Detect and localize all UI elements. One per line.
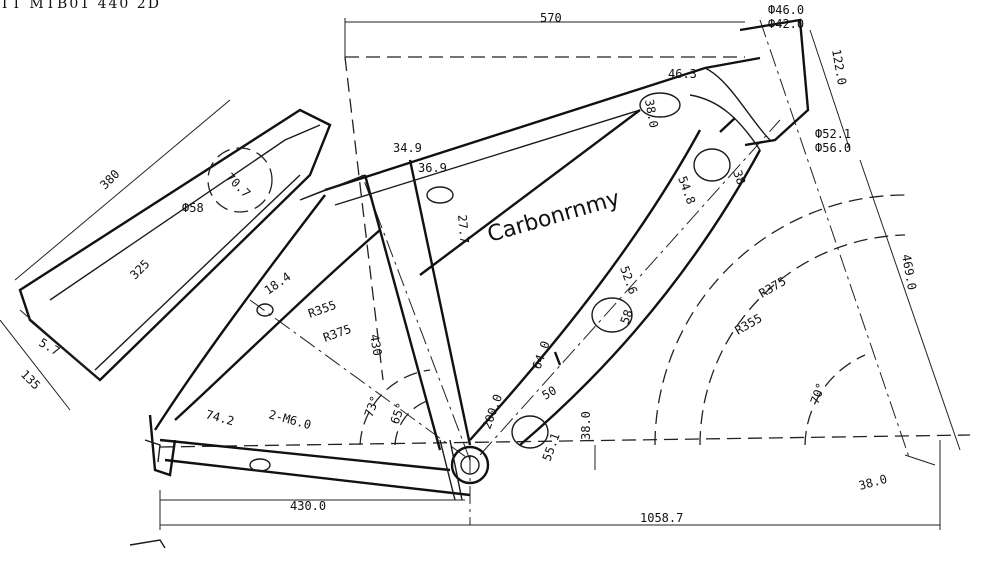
top-tube-lower bbox=[419, 109, 641, 276]
dim-38-bb: 38.0 bbox=[579, 411, 593, 440]
dim-36-9: 36.9 bbox=[418, 161, 447, 175]
brand-text: Carbonrnmy bbox=[485, 186, 623, 248]
dim-5-7: 5.7 bbox=[37, 335, 63, 358]
dim-27-7: 27.7 bbox=[455, 214, 471, 244]
dim-phi46: Ф46.0 bbox=[768, 3, 804, 17]
dim-54-8: 54.8 bbox=[675, 174, 698, 206]
seat-stay-lower bbox=[174, 229, 381, 421]
dim-phi56: Ф56.0 bbox=[815, 141, 851, 155]
dim-52-6: 52.6 bbox=[617, 264, 640, 296]
head-tube bbox=[739, 18, 810, 147]
dimension-lines bbox=[159, 18, 961, 530]
dim-50: 50 bbox=[540, 383, 560, 402]
seat-stay-upper bbox=[153, 194, 326, 431]
seat-tube-left bbox=[363, 174, 442, 451]
dim-m6: 2-M6.0 bbox=[267, 407, 313, 432]
dim-r375-right: R375 bbox=[757, 274, 789, 301]
fragment-mark bbox=[129, 539, 166, 549]
dim-430-v: 430 bbox=[367, 333, 385, 357]
dim-38-top: 38.0 bbox=[642, 98, 661, 129]
dim-r355-left: R355 bbox=[306, 298, 338, 321]
dim-58: 58 bbox=[618, 308, 636, 326]
reference-lines bbox=[159, 19, 971, 525]
seat-tube-right bbox=[408, 159, 472, 446]
down-tube-upper bbox=[519, 149, 762, 446]
rear-dropout bbox=[148, 414, 177, 477]
dim-r355-right: R355 bbox=[733, 311, 765, 338]
dim-phi42: Ф42.0 bbox=[768, 17, 804, 31]
dim-469: 469.0 bbox=[899, 253, 919, 291]
seatpost-detail bbox=[0, 99, 332, 411]
dim-70-7: 70.7 bbox=[223, 170, 253, 200]
dim-70-deg: 70° bbox=[808, 381, 829, 406]
bike-frame bbox=[144, 18, 810, 501]
bb-shell bbox=[450, 445, 490, 485]
dim-380: 380 bbox=[97, 167, 122, 192]
dim-73-deg: 73° bbox=[362, 394, 383, 419]
dim-34-9: 34.9 bbox=[393, 141, 422, 155]
drawing-title: TT MTB01 440 2D bbox=[0, 0, 161, 12]
dim-46-3: 46.3 bbox=[668, 67, 697, 81]
dim-122: 122.0 bbox=[829, 48, 849, 86]
down-tube-lower bbox=[469, 129, 702, 441]
dim-1058: 1058.7 bbox=[640, 511, 683, 525]
dim-r375-left: R375 bbox=[321, 322, 353, 345]
chain-stay-lower bbox=[164, 458, 471, 497]
dim-55-1: 55.1 bbox=[540, 431, 563, 463]
dim-38-right: 38.0 bbox=[857, 472, 889, 493]
dim-430-h: 430.0 bbox=[290, 499, 326, 513]
dim-74-2: 74.2 bbox=[204, 407, 236, 428]
dim-phi52: Ф52.1 bbox=[815, 127, 851, 141]
dim-65-deg: 65° bbox=[388, 401, 409, 426]
dim-570: 570 bbox=[540, 11, 562, 25]
dim-200: 200.0 bbox=[480, 392, 506, 431]
dim-325: 325 bbox=[127, 257, 152, 282]
chain-stay-upper bbox=[159, 438, 451, 472]
dim-64: 64.0 bbox=[530, 339, 553, 371]
dim-phi58: Ф58 bbox=[182, 201, 204, 215]
dim-38-dt: 38 bbox=[730, 168, 748, 186]
